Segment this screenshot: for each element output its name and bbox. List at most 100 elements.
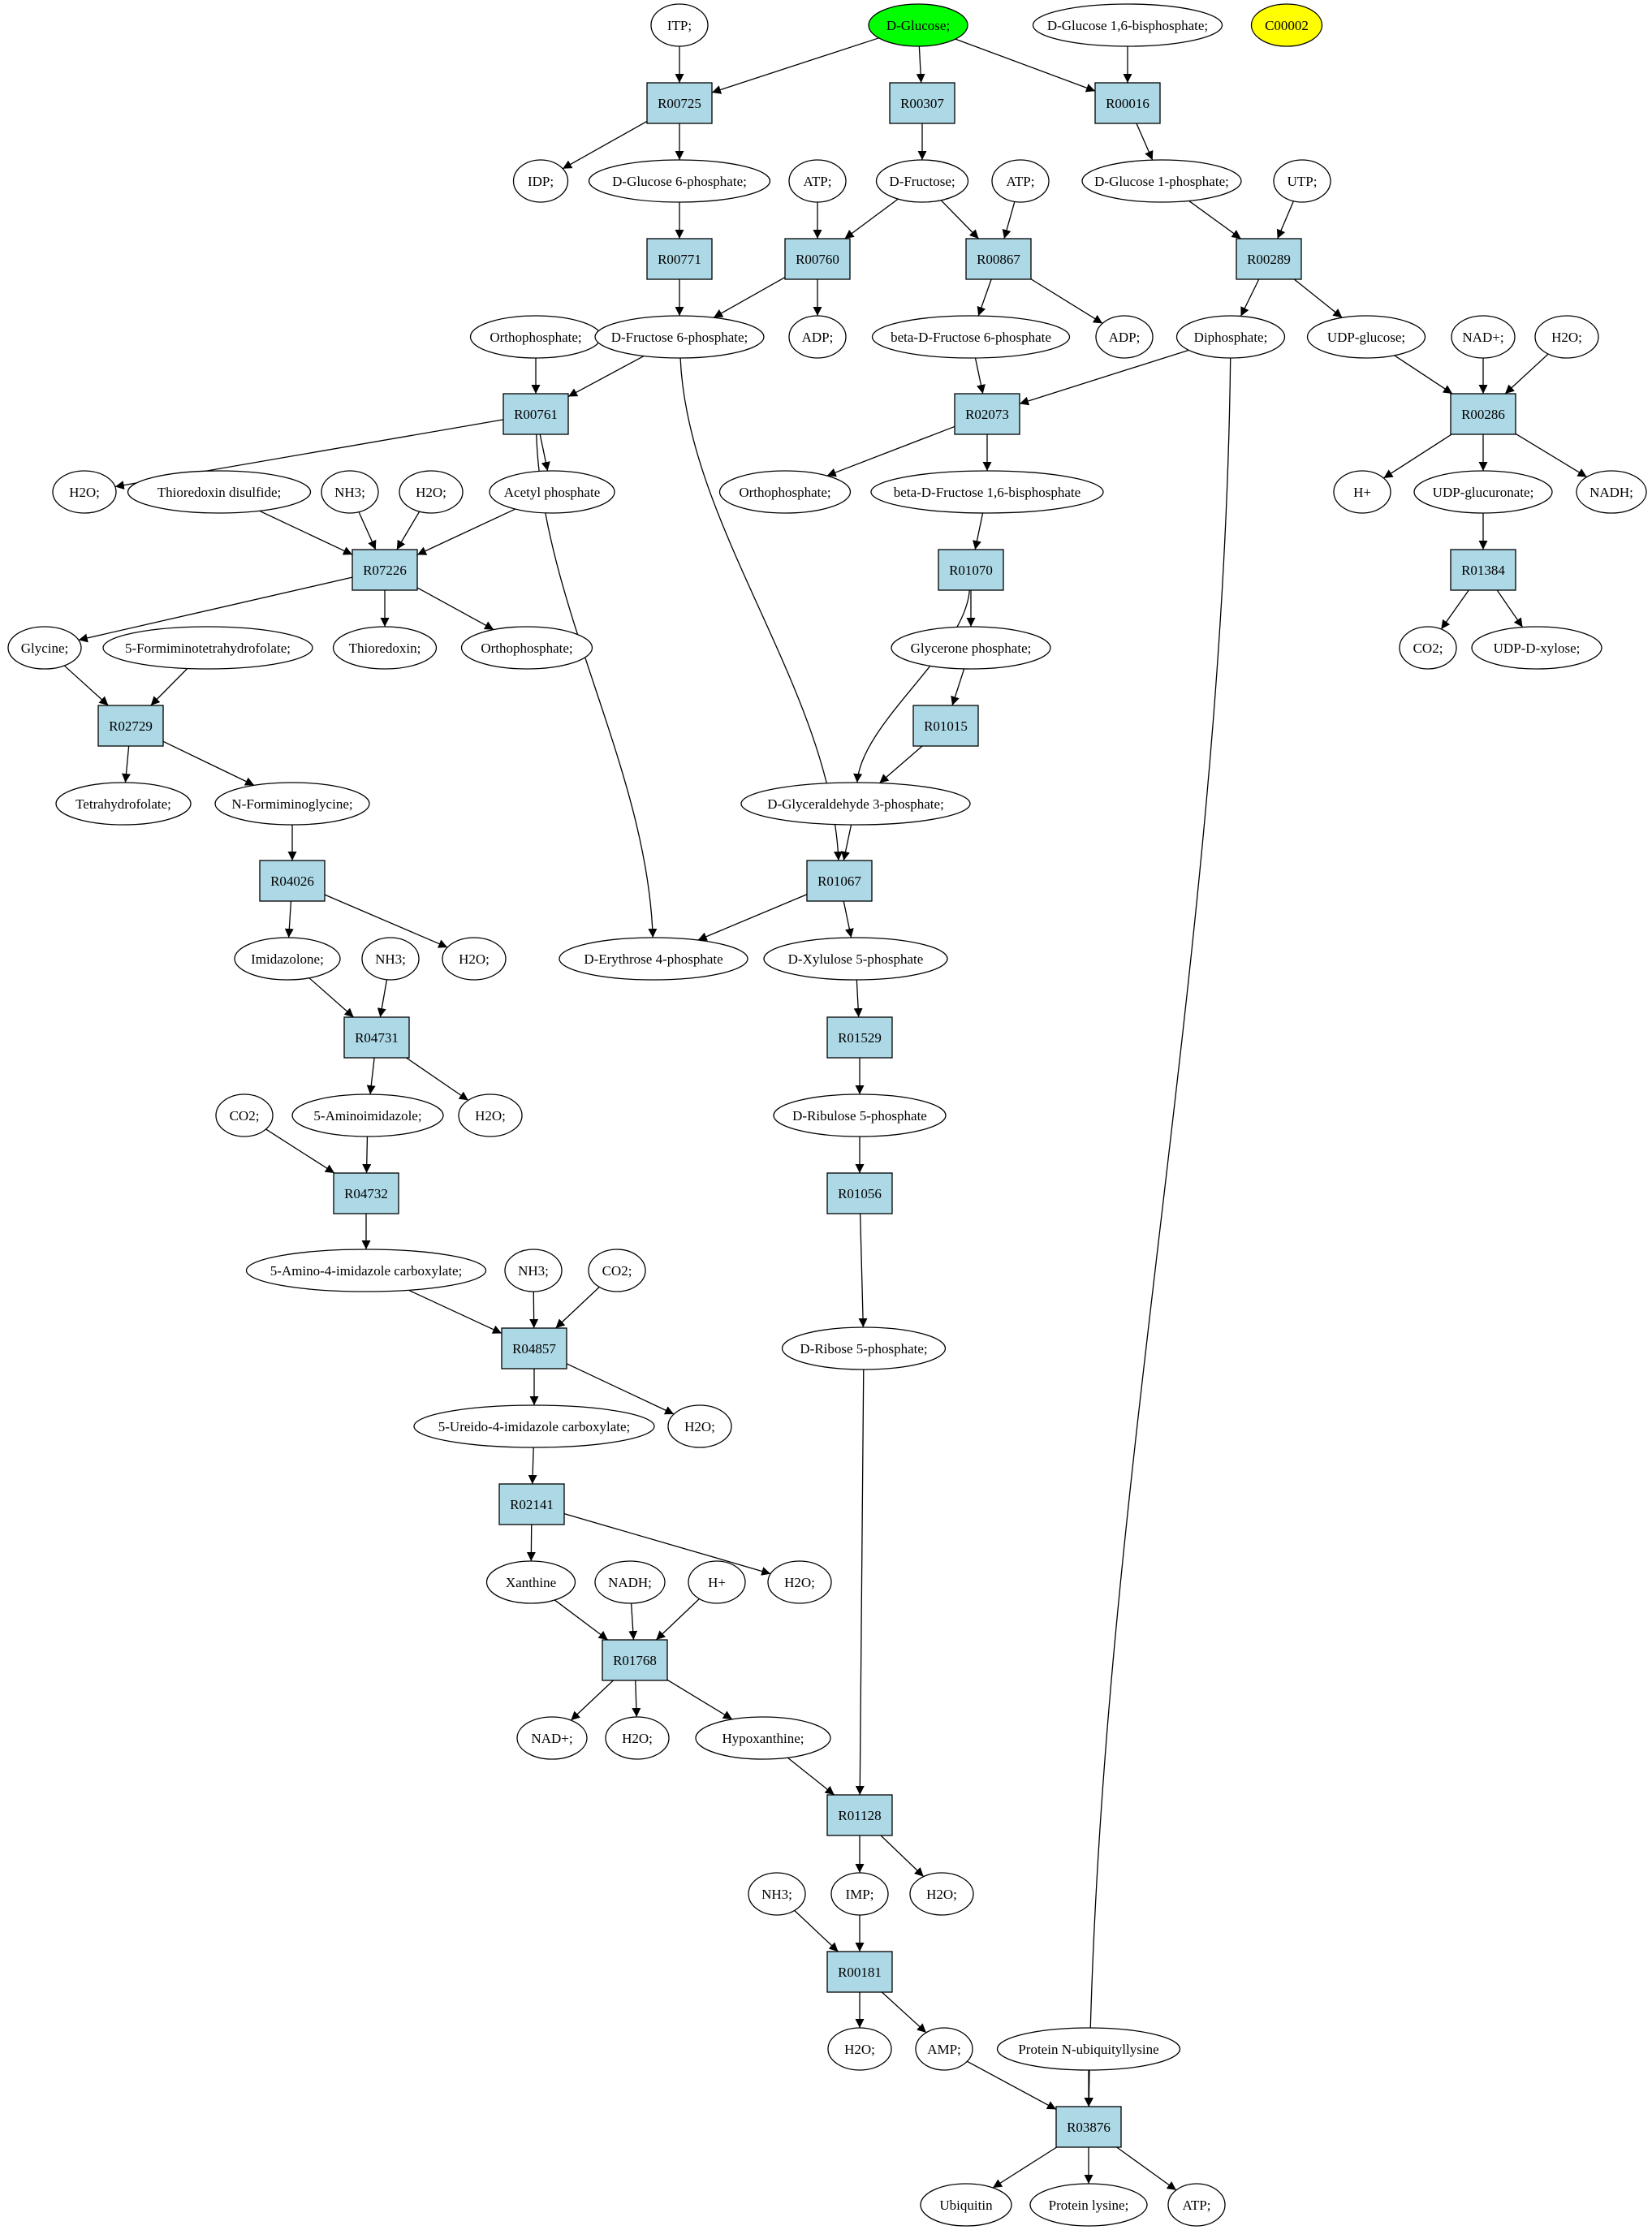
compound-ellipse-protlys: [1029, 2183, 1148, 2227]
compound-ellipse-nadh2: [594, 1560, 666, 1604]
edge-acp-to-r07226: [416, 508, 516, 555]
compound-node-trx: Thioredoxin;: [332, 626, 438, 670]
edge-r03876-to-atp3: [1116, 2146, 1177, 2191]
compound-ellipse-uicarb: [413, 1404, 655, 1448]
compound-node-h2o7: H2O;: [605, 1716, 670, 1760]
compound-ellipse-co2_1: [1399, 626, 1457, 670]
edge-fru-to-r00867: [940, 200, 979, 239]
compound-node-nadh2: NADH;: [594, 1560, 666, 1604]
compound-ellipse-trxss: [127, 470, 312, 514]
edge-r01067-to-xu5p: [843, 900, 854, 938]
node-label-fiththf: 5-Formiminotetrahydrofolate;: [125, 641, 291, 656]
compound-node-co2_3: CO2;: [588, 1249, 646, 1292]
node-label-glc: D-Glucose;: [886, 18, 950, 33]
node-label-r02141: R02141: [510, 1497, 554, 1512]
compound-node-glc: D-Glucose;: [868, 3, 968, 47]
compound-node-idp: IDP;: [512, 159, 569, 203]
reaction-node-r01384: R01384: [1450, 549, 1516, 591]
edge-r00867-to-adp2: [1030, 278, 1103, 324]
node-label-acp: Acetyl phosphate: [504, 485, 601, 500]
compound-ellipse-co2_3: [588, 1249, 646, 1292]
node-label-glycine: Glycine;: [21, 641, 69, 656]
compound-node-bf6p: beta-D-Fructose 6-phosphate: [871, 315, 1071, 359]
compound-ellipse-atp2: [991, 159, 1050, 203]
node-label-trx: Thioredoxin;: [349, 641, 421, 656]
compound-ellipse-utp: [1273, 159, 1331, 203]
compound-node-nh3_3: NH3;: [504, 1249, 563, 1292]
compound-ellipse-imp: [830, 1872, 889, 1916]
compound-node-adp2: ADP;: [1095, 315, 1154, 359]
edge-bf6p-to-r02073: [974, 357, 986, 395]
edge-trxss-to-r07226: [259, 510, 353, 555]
compound-ellipse-orthop3: [460, 626, 593, 670]
reaction-box-r01384: [1450, 549, 1516, 591]
compound-ellipse-nfg: [214, 782, 370, 826]
node-label-h2o_top: H2O;: [1551, 330, 1582, 345]
compound-node-trxss: Thioredoxin disulfide;: [127, 470, 312, 514]
node-label-orthop2: Orthophosphate;: [739, 485, 830, 500]
edge-r01768-to-nad2: [570, 1680, 614, 1721]
node-label-r01015: R01015: [924, 718, 968, 734]
node-label-r00181: R00181: [838, 1965, 882, 1980]
node-label-imp: IMP;: [846, 1887, 874, 1902]
compound-ellipse-h2o1: [52, 470, 117, 514]
compound-node-acp: Acetyl phosphate: [489, 470, 615, 514]
compound-ellipse-hplus1: [1333, 470, 1391, 514]
compound-node-imp: IMP;: [830, 1872, 889, 1916]
edge-diphosphate-to-r02073: [1019, 349, 1189, 406]
node-label-r07226: R07226: [363, 563, 407, 578]
compound-node-fru: D-Fructose;: [875, 159, 969, 203]
edge-glycine-to-r02729: [63, 665, 109, 706]
reaction-box-r01529: [826, 1016, 893, 1059]
compound-node-utp: UTP;: [1273, 159, 1331, 203]
node-label-nh3_1: NH3;: [334, 485, 365, 500]
reaction-box-r01128: [826, 1794, 893, 1836]
compound-ellipse-nadh1: [1576, 470, 1647, 514]
edge-glc-to-r00725: [711, 37, 879, 94]
reaction-node-r04732: R04732: [333, 1172, 399, 1214]
node-label-nad1: NAD+;: [1462, 330, 1503, 345]
compound-ellipse-glc: [868, 3, 968, 47]
reaction-node-r03876: R03876: [1055, 2106, 1122, 2148]
compound-node-ubiquitin: Ubiquitin: [920, 2183, 1012, 2227]
edge-r04857-to-h2o5: [566, 1363, 675, 1415]
reaction-box-r07226: [352, 549, 418, 591]
node-label-r00307: R00307: [900, 96, 944, 111]
compound-node-atp1: ATP;: [788, 159, 847, 203]
edge-r00761-to-acp: [539, 433, 550, 472]
reaction-box-r00286: [1450, 393, 1516, 435]
compound-node-nadh1: NADH;: [1576, 470, 1647, 514]
compound-node-nh3_2: NH3;: [361, 937, 420, 981]
edge-aminoimid-to-r04732: [362, 1136, 372, 1174]
compound-ellipse-thf: [55, 782, 192, 826]
edge-hypox-to-r01128: [787, 1757, 835, 1796]
edge-xanthine-to-r01768: [554, 1599, 609, 1641]
edge-h2o2-to-r07226: [396, 511, 421, 550]
compound-node-g1p: D-Glucose 1-phosphate;: [1081, 159, 1242, 203]
reaction-node-r02729: R02729: [97, 705, 164, 747]
compound-ellipse-udpglcur: [1413, 470, 1553, 514]
edge-g1p-to-r00289: [1188, 200, 1242, 239]
edge-aicarb-to-r04857: [408, 1289, 503, 1335]
node-label-r04731: R04731: [355, 1030, 399, 1046]
edge-r01067-to-e4p: [697, 894, 808, 941]
node-label-udpglcur: UDP-glucuronate;: [1433, 485, 1534, 500]
edge-gap-to-r01067: [841, 824, 852, 861]
node-label-h2o5: H2O;: [684, 1419, 715, 1434]
node-label-atp3: ATP;: [1183, 2198, 1211, 2213]
reaction-node-r01128: R01128: [826, 1794, 893, 1836]
edge-r01056-to-r5p: [858, 1213, 868, 1328]
compound-node-r5p: D-Ribose 5-phosphate;: [781, 1326, 947, 1370]
node-label-co2_2: CO2;: [230, 1108, 260, 1124]
node-label-r00771: R00771: [658, 252, 701, 267]
node-label-atp1: ATP;: [804, 174, 832, 189]
edge-amp-to-r03876: [967, 2060, 1057, 2111]
edge-r02729-to-nfg: [162, 740, 255, 786]
node-label-f6p: D-Fructose 6-phosphate;: [611, 330, 748, 345]
compound-node-h2o5: H2O;: [667, 1404, 732, 1448]
compound-ellipse-nh3_3: [504, 1249, 563, 1292]
compound-node-co2_1: CO2;: [1399, 626, 1457, 670]
reaction-box-r03876: [1055, 2106, 1122, 2148]
edge-utp-to-r00289: [1276, 201, 1295, 239]
compound-ellipse-g6p: [588, 159, 771, 203]
